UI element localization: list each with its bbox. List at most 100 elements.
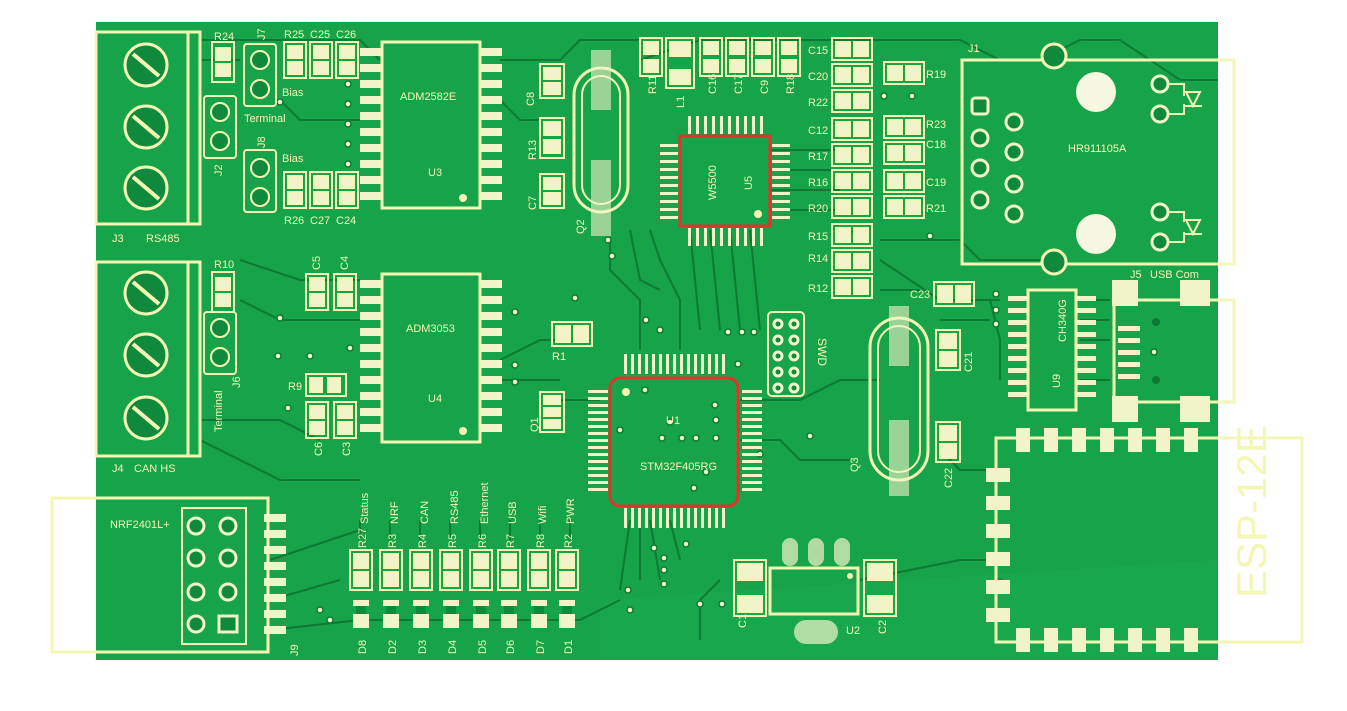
label-r14: R14 xyxy=(808,253,828,265)
res-label-r8: R8 xyxy=(535,534,547,548)
label-terminal-bottom: Terminal xyxy=(213,390,225,432)
connector-j5[interactable] xyxy=(1112,280,1236,422)
chip-u3 xyxy=(360,40,502,210)
res-label-r27: R27 xyxy=(357,528,369,548)
label-u1-ref: U1 xyxy=(666,415,680,427)
label-q1: Q1 xyxy=(529,417,541,432)
label-r10: R10 xyxy=(214,259,234,271)
label-j5-name: USB Com xyxy=(1150,269,1199,281)
label-r11: R11 xyxy=(647,75,659,94)
led-ref-d6: D6 xyxy=(505,640,517,654)
label-c17: C17 xyxy=(733,74,745,94)
label-u2: U2 xyxy=(846,625,860,637)
led-label-ethernet: Ethernet xyxy=(479,482,491,524)
label-u5-ref: U5 xyxy=(743,176,755,190)
label-swd: SWD xyxy=(815,338,829,366)
label-can-hs: CAN HS xyxy=(134,463,176,475)
label-u5-name: W5500 xyxy=(707,165,719,200)
label-c8: C8 xyxy=(525,92,537,106)
connector-swd[interactable] xyxy=(767,311,805,397)
led-label-wifi: Wifi xyxy=(537,506,549,524)
label-j3: J3 xyxy=(112,233,124,245)
label-r24: R24 xyxy=(214,31,234,43)
label-j6: J6 xyxy=(231,376,243,388)
led-row xyxy=(349,549,579,628)
label-c23: C23 xyxy=(910,289,930,301)
label-u1-name: STM32F405RG xyxy=(640,461,717,473)
label-r20: R20 xyxy=(808,203,828,215)
res-label-r6: R6 xyxy=(477,534,489,548)
label-r13: R13 xyxy=(527,140,539,160)
led-label-can: CAN xyxy=(419,501,431,524)
label-bias-bottom: Bias xyxy=(282,153,304,165)
connector-j9[interactable] xyxy=(50,496,286,654)
label-r25: R25 xyxy=(284,29,304,41)
led-ref-d2: D2 xyxy=(387,640,399,654)
label-j4: J4 xyxy=(112,463,124,475)
chip-u4 xyxy=(360,272,502,444)
connector-j1 xyxy=(960,42,1236,276)
res-label-r7: R7 xyxy=(505,534,517,548)
led-label-pwr: PWR xyxy=(565,498,577,524)
led-label-rs485: RS485 xyxy=(449,490,461,524)
label-u4-ref: U4 xyxy=(428,393,442,405)
label-u3-name: ADM2582E xyxy=(400,91,456,103)
label-rs485: RS485 xyxy=(146,233,180,245)
label-c22: C22 xyxy=(943,468,955,488)
label-c20: C20 xyxy=(808,71,828,83)
label-r26: R26 xyxy=(284,215,304,227)
label-r22: R22 xyxy=(808,97,828,109)
label-terminal-top: Terminal xyxy=(244,113,286,125)
label-bias-top: Bias xyxy=(282,87,304,99)
passives-r1-q1 xyxy=(539,321,593,433)
led-ref-d4: D4 xyxy=(447,640,459,654)
led-ref-d1: D1 xyxy=(563,640,575,654)
label-r19: R19 xyxy=(926,69,946,81)
label-u9-ref: U9 xyxy=(1051,374,1063,388)
label-esp12e: ESP-12E xyxy=(1228,425,1275,598)
label-r17: R17 xyxy=(808,151,828,163)
led-label-status: Status xyxy=(359,492,371,524)
res-label-r3: R3 xyxy=(387,534,399,548)
module-esp12e xyxy=(986,428,1304,652)
connector-j3 xyxy=(94,30,202,226)
jumpers-left xyxy=(203,41,277,375)
label-q2: Q2 xyxy=(575,219,587,234)
passives-top xyxy=(639,37,801,89)
label-c16: C16 xyxy=(707,74,719,94)
label-j9-ref: J9 xyxy=(289,644,301,656)
label-r12: R12 xyxy=(808,283,828,295)
label-c25: C25 xyxy=(310,29,330,41)
label-u9-name: CH340G xyxy=(1057,299,1069,342)
connector-j4 xyxy=(94,260,202,458)
label-c15: C15 xyxy=(808,45,828,57)
label-u3-ref: U3 xyxy=(428,167,442,179)
label-q3: Q3 xyxy=(849,457,861,472)
chip-u2 xyxy=(733,538,897,644)
res-label-r4: R4 xyxy=(417,534,429,548)
label-c2: C2 xyxy=(877,620,889,634)
label-j1-name: HR911105A xyxy=(1068,143,1127,155)
label-l1: L1 xyxy=(675,96,687,108)
label-c26: C26 xyxy=(336,29,356,41)
label-c3: C3 xyxy=(341,442,353,456)
label-r9: R9 xyxy=(288,381,302,393)
crystal-q2 xyxy=(539,50,630,236)
crystal-q3 xyxy=(868,281,975,496)
led-label-nrf: NRF xyxy=(389,501,401,524)
label-c5: C5 xyxy=(311,256,323,270)
label-c7: C7 xyxy=(527,196,539,210)
chip-u9 xyxy=(1008,288,1096,412)
label-r16: R16 xyxy=(808,177,828,189)
led-ref-d8: D8 xyxy=(357,640,369,654)
label-c12: C12 xyxy=(808,125,828,137)
label-j8: J8 xyxy=(256,136,268,148)
label-c6: C6 xyxy=(313,442,325,456)
res-label-r5: R5 xyxy=(447,534,459,548)
passives-u3 xyxy=(283,41,359,439)
label-c21: C21 xyxy=(963,352,975,372)
res-label-r2: R2 xyxy=(563,534,575,548)
label-r15: R15 xyxy=(808,231,828,243)
label-c18: C18 xyxy=(926,139,946,151)
